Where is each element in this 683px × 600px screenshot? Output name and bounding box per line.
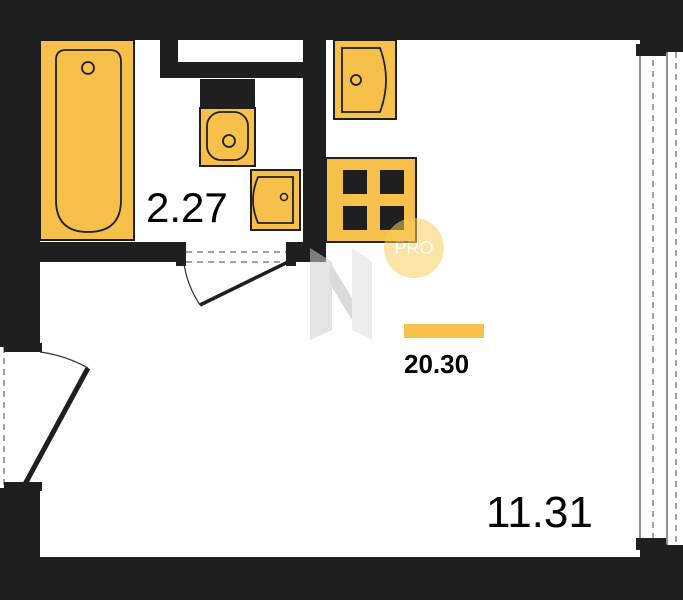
wall-right-top [640, 0, 683, 52]
burner [380, 170, 404, 194]
watermark-logo: PRO [310, 218, 444, 340]
kitchen-sink [333, 39, 397, 120]
burner [343, 206, 367, 230]
wall-left-lower [0, 488, 40, 600]
wall-bottom [0, 557, 683, 600]
wall-bath-right [303, 40, 326, 262]
bathroom-door [176, 242, 296, 307]
wall-top [0, 0, 683, 40]
wall-partition-horizontal [160, 62, 303, 78]
wall-left-upper [0, 0, 40, 347]
toilet [199, 79, 256, 167]
total-area-accent-bar [404, 324, 484, 338]
bathroom-area-label: 2.27 [146, 184, 228, 231]
pro-badge [384, 218, 444, 278]
pro-badge-text: PRO [394, 238, 433, 258]
room-area-label: 11.31 [486, 488, 593, 537]
wall-bath-bottom-left [40, 242, 182, 262]
burner [343, 170, 367, 194]
bathtub [39, 39, 135, 241]
entrance-door [3, 343, 91, 491]
total-area-label: 20.30 [404, 349, 469, 379]
balcony-window [636, 44, 677, 550]
wall-right-bottom [640, 545, 683, 600]
bathroom-sink [250, 169, 301, 231]
